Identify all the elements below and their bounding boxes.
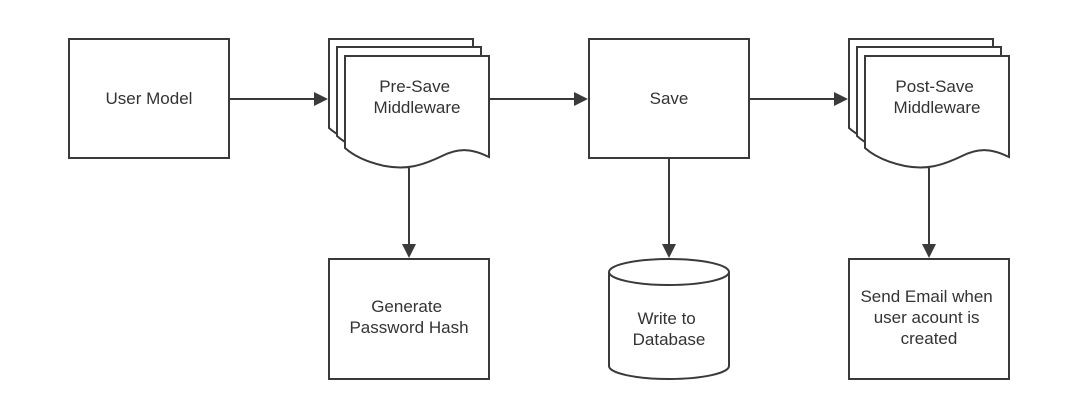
node-save-label: Save [650, 89, 689, 108]
edge-pre-save-to-password-hash [402, 158, 416, 258]
node-database-label: Write to Database [633, 309, 706, 349]
edges [230, 92, 936, 258]
node-generate-password-hash: Generate Password Hash [328, 258, 490, 380]
node-post-save-middleware: Post-Save Middleware [848, 38, 1010, 169]
node-send-email: Send Email when user acount is created [848, 258, 1010, 380]
edge-save-to-database [662, 158, 676, 258]
node-user-model: User Model [68, 38, 230, 159]
node-pre-save-label: Pre-Save Middleware [374, 77, 461, 117]
edge-user-model-to-pre-save [230, 92, 328, 106]
edge-save-to-post-save [750, 92, 848, 106]
node-send-email-label: Send Email when user acount is created [860, 287, 997, 348]
node-password-hash-label: Generate Password Hash [349, 297, 468, 337]
node-post-save-label: Post-Save Middleware [894, 77, 981, 117]
edge-pre-save-to-save [490, 92, 588, 106]
node-user-model-label: User Model [106, 89, 193, 108]
node-write-to-database: Write to Database [608, 258, 730, 380]
edge-post-save-to-send-email [922, 158, 936, 258]
node-pre-save-middleware: Pre-Save Middleware [328, 38, 490, 169]
node-save: Save [588, 38, 750, 159]
